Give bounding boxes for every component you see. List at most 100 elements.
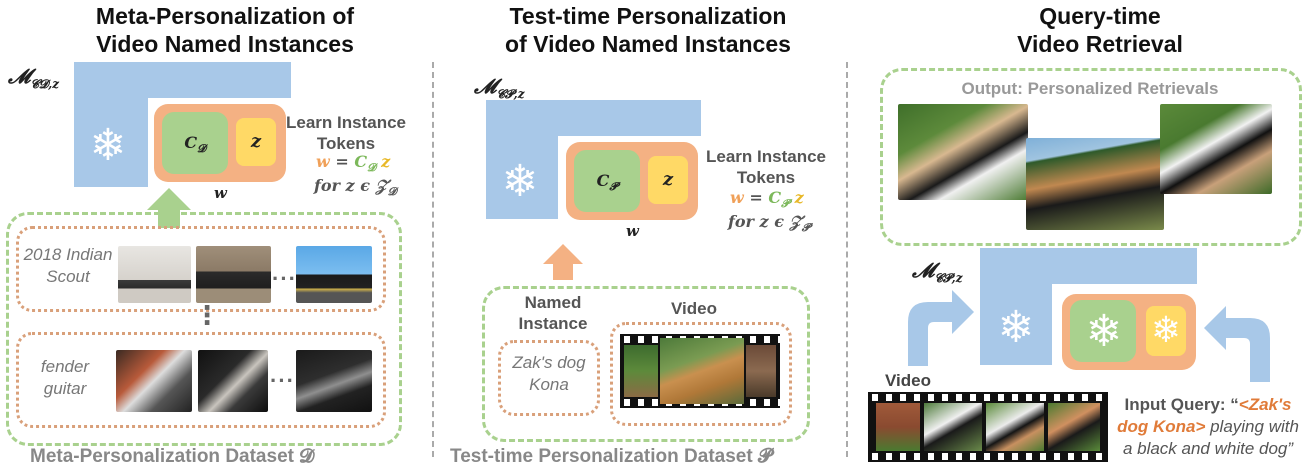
query-input-text: Input Query: “<Zak's dog Kona> playing w… <box>1110 394 1306 460</box>
meta-model-symbol: 𝓜 <box>8 64 31 88</box>
test-instance-box <box>498 340 600 416</box>
guitar-thumb-3 <box>296 350 372 412</box>
column-separator-2 <box>846 62 848 457</box>
test-instance-label: Zak's dog Kona <box>498 352 600 396</box>
retrieval-thumb-3 <box>1160 104 1272 194</box>
motorcycle-thumb-1 <box>118 246 191 303</box>
query-model-subscript: 𝓒𝓟,z <box>934 271 963 285</box>
arrow-up-icon <box>543 244 583 280</box>
test-for-sub: 𝓟 <box>801 221 810 235</box>
test-token-c-letter: C <box>596 171 610 190</box>
test-title: Test-time Personalization of Video Named… <box>448 2 848 58</box>
query-token-c-frozen <box>1070 300 1136 362</box>
query-model-symbol: 𝓜 <box>912 258 935 282</box>
test-video-frame-right <box>746 345 776 397</box>
query-input-highlight-2: dog Kona> <box>1117 417 1206 436</box>
query-video-frame-3 <box>986 403 1044 451</box>
test-named-line2: Instance <box>518 314 588 333</box>
test-instance-line1: Zak's dog <box>512 353 586 372</box>
motorcycle-thumb-3 <box>296 246 372 303</box>
snowflake-icon: ❄ <box>997 303 1035 352</box>
query-title: Query-time Video Retrieval <box>1000 2 1200 58</box>
test-eq-equals: = <box>743 188 769 207</box>
meta-model-label: 𝓜𝓒𝓓,z <box>8 64 59 92</box>
test-video-label: Video <box>671 299 717 318</box>
test-token-z: z <box>648 156 688 204</box>
meta-eq-z: z <box>375 152 391 171</box>
meta-token-c-letter: C <box>184 133 198 152</box>
test-named-line1: Named <box>524 293 582 312</box>
meta-instance-1-line1: 2018 Indian <box>23 245 113 264</box>
meta-learn-line2: Tokens <box>316 134 376 153</box>
meta-vertical-dots: ⋮ <box>194 300 221 330</box>
test-model-symbol: 𝓜 <box>474 74 497 98</box>
meta-for-sub: 𝓓 <box>387 185 397 199</box>
meta-w-label: w <box>214 184 227 202</box>
query-input-rest-2: a black and white dog” <box>1122 439 1294 458</box>
meta-token-c: C𝓓 <box>162 112 228 174</box>
snowflake-icon: ❄ <box>89 121 127 170</box>
test-named-instance-label: Named Instance <box>510 292 596 334</box>
test-eq-z: z <box>789 188 804 207</box>
meta-model-panel <box>74 62 291 187</box>
test-dataset-box <box>482 286 810 442</box>
test-dataset-label: Test-time Personalization Dataset 𝓟 <box>450 446 772 467</box>
query-input-rest-1: playing with <box>1205 417 1299 436</box>
meta-learn-label: Learn Instance Tokens <box>286 112 406 154</box>
query-title-line1: Query-time <box>1039 3 1161 29</box>
query-model-panel <box>980 248 1197 365</box>
meta-eq-c-sub: 𝓓 <box>367 161 376 175</box>
test-video-filmstrip <box>620 334 780 408</box>
meta-eq-c: C <box>354 152 368 171</box>
meta-instance-row-1 <box>16 226 386 312</box>
meta-instance-2-line1: fender <box>40 357 90 376</box>
test-title-line2: of Video Named Instances <box>505 31 791 57</box>
snowflake-icon: ❄ <box>501 157 539 206</box>
column-separator-1 <box>432 62 434 457</box>
test-eq-w: w <box>730 188 744 207</box>
query-video-filmstrip <box>868 392 1108 462</box>
meta-instance-2-line2: guitar <box>43 379 87 398</box>
motorcycle-thumb-2 <box>196 246 271 303</box>
meta-instance-1-line2: Scout <box>46 267 90 286</box>
meta-learn-line1: Learn Instance <box>286 113 406 132</box>
meta-dataset-label: Meta-Personalization Dataset 𝓓 <box>30 446 314 467</box>
test-instance-line2: Kona <box>529 375 569 394</box>
query-input-highlight-1: <Zak's <box>1238 395 1292 414</box>
meta-token-z: z <box>236 118 276 166</box>
meta-for-text: for z ϵ 𝒵 <box>314 176 388 195</box>
meta-model-subscript: 𝓒𝓓,z <box>30 77 60 91</box>
test-token-c: C𝓟 <box>574 150 640 212</box>
snowflake-icon: ❄ <box>1085 307 1123 356</box>
snowflake-icon: ❄ <box>1150 309 1182 350</box>
guitar-thumb-1 <box>116 350 192 412</box>
test-for-text: for z ϵ 𝒵 <box>728 212 802 231</box>
test-w-label: w <box>626 222 639 240</box>
meta-equation: w = C𝓓 z <box>316 152 390 175</box>
query-token-z-frozen <box>1146 306 1186 356</box>
test-model-panel <box>486 100 701 219</box>
query-output-box <box>880 68 1302 246</box>
meta-title-line1: Meta-Personalization of <box>95 3 355 29</box>
meta-eq-equals: = <box>329 152 355 171</box>
test-video-box <box>610 322 792 426</box>
meta-instance-2-label: fender guitar <box>20 356 110 400</box>
query-video-frame-1 <box>876 403 920 451</box>
test-for-line: for z ϵ 𝒵𝓟 <box>728 212 810 235</box>
test-equation: w = C𝓟 z <box>730 188 804 211</box>
meta-instance-1-label: 2018 Indian Scout <box>20 244 116 288</box>
test-title-line1: Test-time Personalization <box>509 3 787 29</box>
test-eq-c-sub: 𝓟 <box>781 197 789 211</box>
meta-title-line2: Video Named Instances <box>96 31 354 57</box>
test-token-c-sub: 𝓟 <box>609 180 618 194</box>
query-output-label: Output: Personalized Retrievals <box>961 79 1219 98</box>
test-video-frame-left <box>624 345 658 397</box>
meta-eq-w: w <box>316 152 330 171</box>
query-input-prefix: Input Query: “ <box>1124 395 1239 414</box>
test-model-subscript: 𝓒𝓟,z <box>496 87 525 101</box>
meta-instance-row-2 <box>16 332 386 428</box>
test-eq-c: C <box>768 188 782 207</box>
test-learn-label: Learn Instance Tokens <box>702 146 830 188</box>
curved-arrow-icon <box>1204 306 1270 382</box>
retrieval-thumb-2 <box>1026 138 1164 230</box>
